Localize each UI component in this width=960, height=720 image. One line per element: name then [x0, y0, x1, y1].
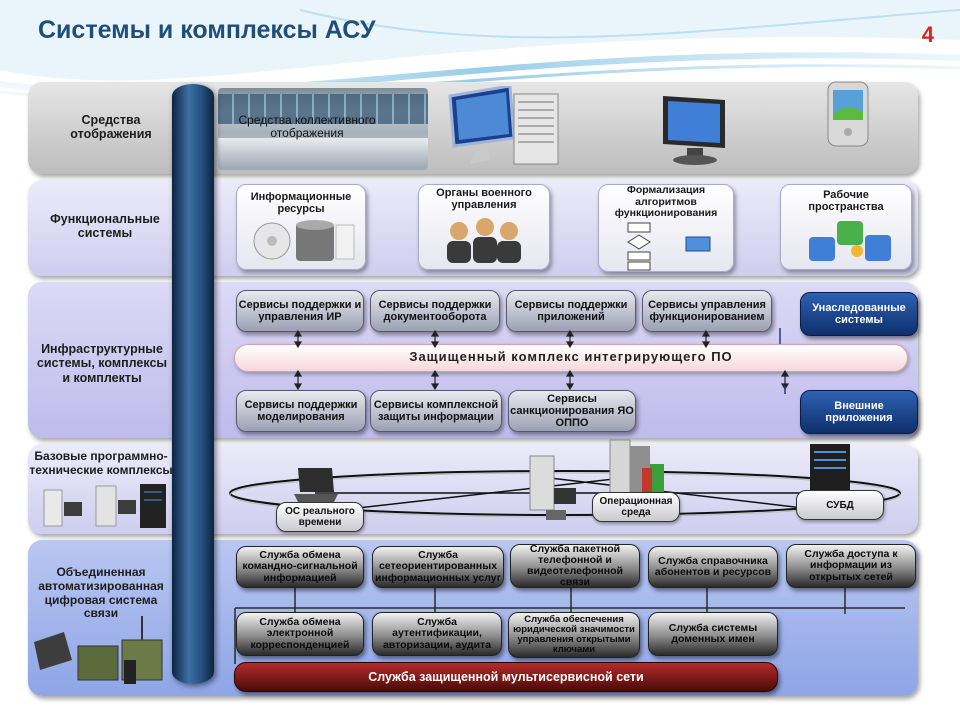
control-room-image — [218, 88, 428, 170]
flowchart-icon — [627, 222, 711, 271]
server-monitor-icon — [448, 86, 559, 165]
server-cluster-icon — [609, 439, 664, 497]
dbms-node[interactable]: СУБД — [796, 490, 884, 520]
directory-service[interactable]: Служба справочника абонентов и ресурсов — [648, 546, 778, 588]
people-icon — [447, 218, 521, 264]
collective-display-label: Средства коллективного отображения — [238, 113, 376, 141]
radio-equipment-icon — [34, 616, 163, 684]
packet-telephony-service[interactable]: Служба пакетной телефонной и видеотелефо… — [510, 543, 640, 588]
infrastructure-layer-label: Инфраструктурные системы, комплексы и ко… — [36, 342, 168, 385]
algorithms-card[interactable]: Формализация алгоритмов функционирования — [598, 184, 734, 272]
sanction-services-box[interactable]: Сервисы санкционирования ЯО ОППО — [508, 390, 636, 432]
ir-services-box[interactable]: Сервисы поддержки и управления ИР — [236, 290, 364, 332]
pki-service[interactable]: Служба обеспечения юридической значимост… — [508, 612, 640, 658]
infrastructure-arrows — [293, 328, 790, 394]
command-signal-service[interactable]: Служба обмена командно-сигнальной информ… — [236, 546, 364, 588]
document-services-box[interactable]: Сервисы поддержки документооборота — [370, 290, 500, 332]
slide-number: 4 — [921, 22, 934, 47]
open-network-access-service[interactable]: Служба доступа к информации из открытых … — [786, 544, 916, 588]
network-centric-service[interactable]: Служба сетеориентированных информационны… — [372, 546, 504, 588]
multiservice-network-bar[interactable]: Служба защищенной мультисервисной сети — [234, 662, 778, 692]
display-layer-label: Средства отображения — [70, 113, 152, 142]
mainframe-icon — [810, 444, 850, 496]
integration-pillar — [172, 84, 214, 684]
info-resources-card[interactable]: Информационные ресурсы — [236, 184, 366, 270]
card-label: Органы военного управления — [436, 187, 532, 212]
database-disk-icon — [253, 220, 355, 262]
monitor-icon — [663, 96, 725, 165]
functional-layer-label: Функциональные системы — [50, 212, 160, 241]
service-bus-lines — [234, 586, 905, 664]
command-bodies-card[interactable]: Органы военного управления — [418, 184, 550, 270]
legacy-systems-box[interactable]: Унаследованные системы — [800, 292, 918, 336]
operating-environment-node[interactable]: Операционная среда — [592, 492, 680, 522]
server-icon — [529, 455, 576, 520]
base-layer-label: Базовые программно-технические комплексы — [29, 449, 173, 477]
aaa-service[interactable]: Служба аутентификации, авторизации, ауди… — [372, 612, 502, 656]
laptop-icon — [294, 468, 338, 502]
external-apps-box[interactable]: Внешние приложения — [800, 390, 918, 434]
email-service[interactable]: Служба обмена электронной корреспонденци… — [236, 612, 364, 656]
handheld-device-icon — [827, 81, 869, 147]
application-services-box[interactable]: Сервисы поддержки приложений — [506, 290, 636, 332]
operation-management-box[interactable]: Сервисы управления функционированием — [642, 290, 772, 332]
card-label: Информационные ресурсы — [250, 191, 352, 216]
puzzle-icon — [809, 221, 891, 262]
card-label: Рабочие пространства — [808, 189, 884, 214]
integration-bar[interactable]: Защищенный комплекс интегрирующего ПО — [234, 344, 908, 372]
card-label: Формализация алгоритмов функционирования — [614, 184, 718, 220]
workstations-icon — [43, 484, 166, 528]
workspaces-card[interactable]: Рабочие пространства — [780, 184, 912, 270]
dns-service[interactable]: Служба системы доменных имен — [648, 612, 778, 656]
network-layer-label: Объединенная автоматизированная цифровая… — [38, 565, 164, 621]
page-title: Системы и комплексы АСУ — [38, 16, 376, 44]
modeling-services-box[interactable]: Сервисы поддержки моделирования — [236, 390, 366, 432]
rtos-node[interactable]: ОС реального времени — [276, 502, 364, 532]
security-services-box[interactable]: Сервисы комплексной защиты информации — [370, 390, 502, 432]
